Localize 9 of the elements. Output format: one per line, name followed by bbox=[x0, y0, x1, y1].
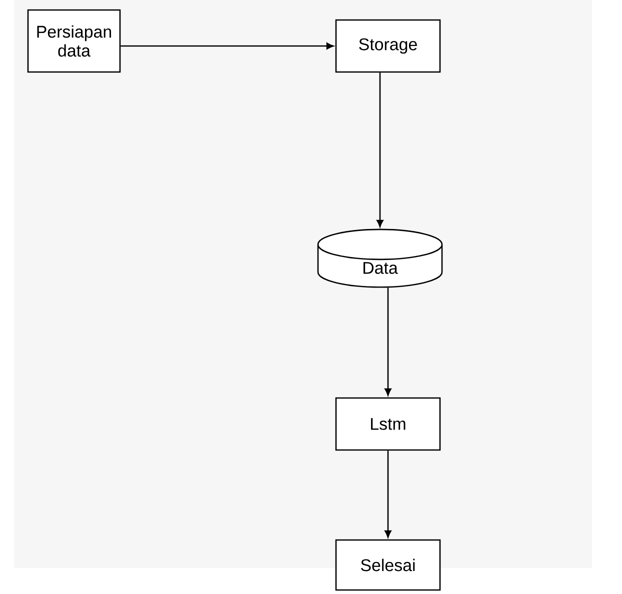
process-box: Lstm bbox=[335, 397, 441, 451]
process-box: Selesai bbox=[335, 539, 441, 591]
arrow bbox=[384, 288, 392, 396]
process-box: Persiapan data bbox=[27, 9, 121, 73]
database-cylinder: Data bbox=[317, 228, 443, 288]
arrow bbox=[376, 72, 384, 228]
process-box: Storage bbox=[335, 19, 441, 73]
arrow bbox=[120, 42, 334, 50]
arrow bbox=[384, 450, 392, 538]
